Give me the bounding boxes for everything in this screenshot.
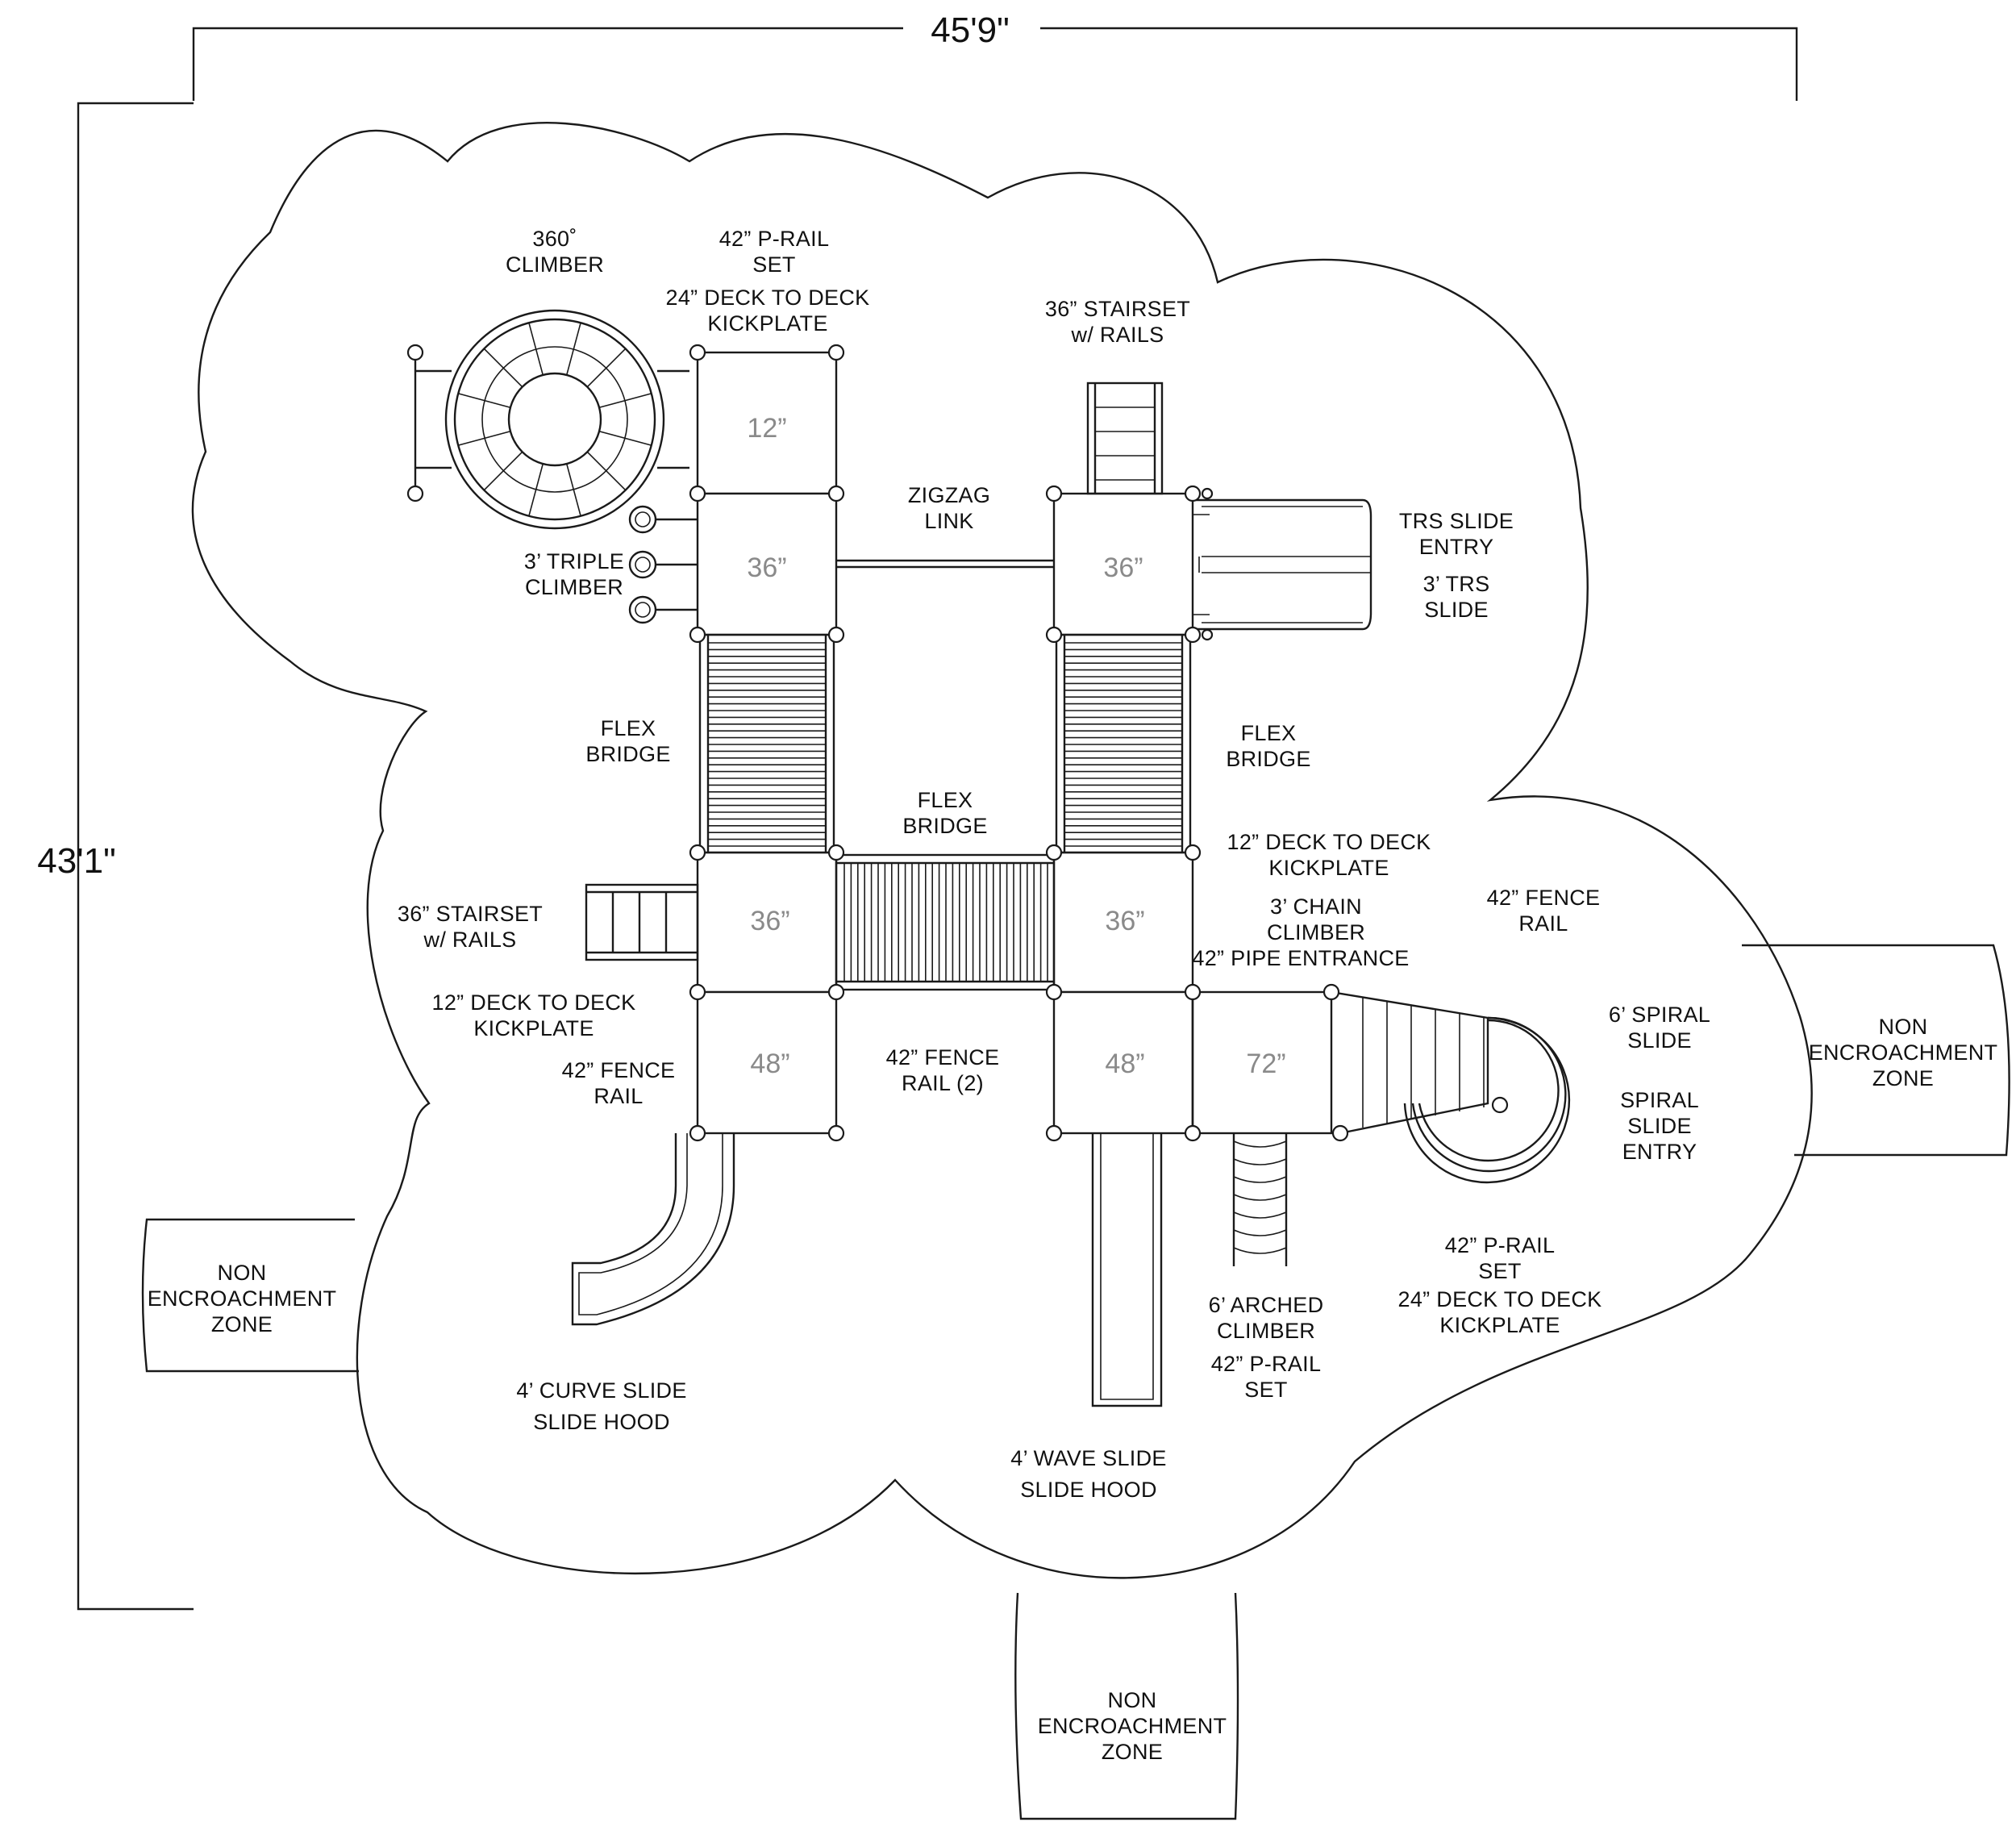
width-dimension: 45'9" xyxy=(931,10,1009,50)
label-wave-slide: 4’ WAVE SLIDE xyxy=(1010,1446,1166,1470)
deck-height-36-top-right: 36” xyxy=(1103,552,1143,583)
trs-slide xyxy=(1193,487,1372,641)
flex-bridge-right xyxy=(1055,633,1192,854)
deck-12 xyxy=(696,351,838,495)
label-wave-hood: SLIDE HOOD xyxy=(1020,1478,1157,1502)
zigzag-link xyxy=(836,559,1054,569)
flex-bridge-left xyxy=(698,633,835,854)
deck-36-top-left xyxy=(696,492,838,636)
deck-height-72: 72” xyxy=(1246,1049,1285,1079)
play-area-boundary xyxy=(191,122,1813,1579)
deck-72 xyxy=(1191,990,1333,1135)
non-encroachment-zones xyxy=(141,944,2010,1820)
spiral-slide xyxy=(1331,990,1571,1184)
dimension-lines xyxy=(77,27,1798,1611)
deck-posts xyxy=(689,344,1349,1142)
deck-height-48-right: 48” xyxy=(1105,1049,1144,1079)
height-dimension: 43'1" xyxy=(37,841,115,881)
deck-height-36-mid-right: 36” xyxy=(1105,906,1144,936)
flex-bridge-middle xyxy=(835,853,1056,991)
deck-48-left xyxy=(696,990,838,1135)
triple-climber xyxy=(628,505,698,624)
label-curve-hood: SLIDE HOOD xyxy=(533,1410,670,1434)
label-pipe-entrance: 42” PIPE ENTRANCE xyxy=(1192,946,1409,970)
deck-height-12: 12” xyxy=(747,413,786,444)
stairset-top xyxy=(1086,381,1164,495)
deck-height-36-mid-left: 36” xyxy=(750,906,789,936)
wave-slide xyxy=(1091,1133,1163,1407)
arched-climber xyxy=(1232,1133,1288,1266)
label-curve-slide: 4’ CURVE SLIDE xyxy=(516,1378,686,1403)
deck-48-right xyxy=(1052,990,1194,1135)
curve-slide xyxy=(571,1133,735,1326)
stairset-left xyxy=(585,883,699,961)
label-climber360: 360˚CLIMBER xyxy=(506,227,604,277)
deck-36-mid-right xyxy=(1052,851,1194,994)
deck-height-36-top-left: 36” xyxy=(747,552,786,583)
climber-360 xyxy=(406,309,689,530)
deck-height-48-left: 48” xyxy=(750,1049,789,1079)
